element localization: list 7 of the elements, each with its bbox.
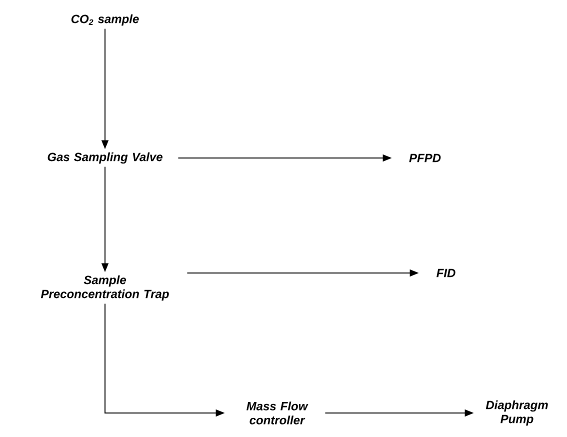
flow-label: Diaphragm Pump	[486, 400, 548, 426]
flow-label: CO$_{2}$ sample	[71, 14, 139, 26]
flow-label: Sample Preconcentration Trap	[40, 275, 169, 301]
flow-label: PFPD	[409, 154, 441, 162]
flow-label: FID	[436, 268, 456, 278]
flow-label: Gas Sampling Valve	[48, 152, 162, 164]
flow-label: Mass Flow controller	[246, 402, 308, 424]
